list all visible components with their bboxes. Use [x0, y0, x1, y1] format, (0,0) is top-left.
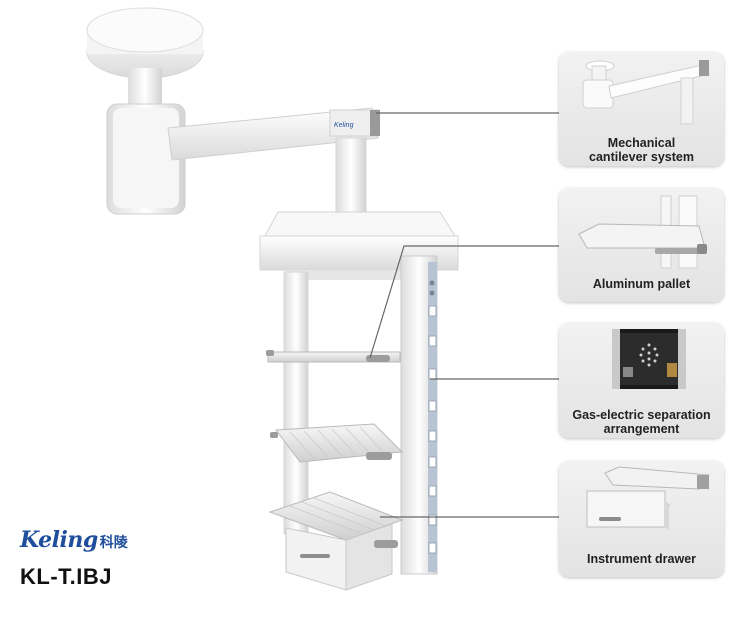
- gas-outlet-panel-icon: [612, 329, 686, 389]
- drawer-icon: [585, 466, 710, 531]
- brand-logo-chinese: 科陵: [99, 534, 128, 550]
- joint-housing: [106, 103, 186, 215]
- drawer-unit: [268, 491, 404, 591]
- feature-card-drawer: Instrument drawer: [559, 461, 724, 577]
- model-number: KL-T.IBJ: [20, 564, 112, 589]
- arm-logo: Keling: [334, 122, 354, 129]
- shelf-middle: [270, 423, 404, 463]
- feature-label-cantilever: Mechanical cantilever system: [589, 136, 694, 164]
- feature-card-gas-electric: Gas-electric separation arrangement: [559, 323, 724, 438]
- ceiling-mount: [86, 7, 204, 108]
- pallet-shelf-icon: [578, 195, 707, 269]
- brand-logo-text: Keling: [20, 527, 98, 553]
- shelf-top: [266, 350, 401, 363]
- cantilever-arm-icon: [582, 60, 710, 125]
- cantilever-arm: Keling: [167, 107, 380, 219]
- service-column: [400, 255, 438, 575]
- feature-label-drawer: Instrument drawer: [586, 552, 697, 566]
- left-column: [283, 271, 309, 535]
- feature-card-pallet: Aluminum pallet: [559, 188, 724, 302]
- feature-label-pallet: Aluminum pallet: [592, 277, 691, 291]
- feature-card-cantilever: Mechanical cantilever system: [559, 52, 724, 166]
- feature-label-gas-electric: Gas-electric separation arrangement: [572, 408, 711, 436]
- callout-lines: [369, 112, 559, 518]
